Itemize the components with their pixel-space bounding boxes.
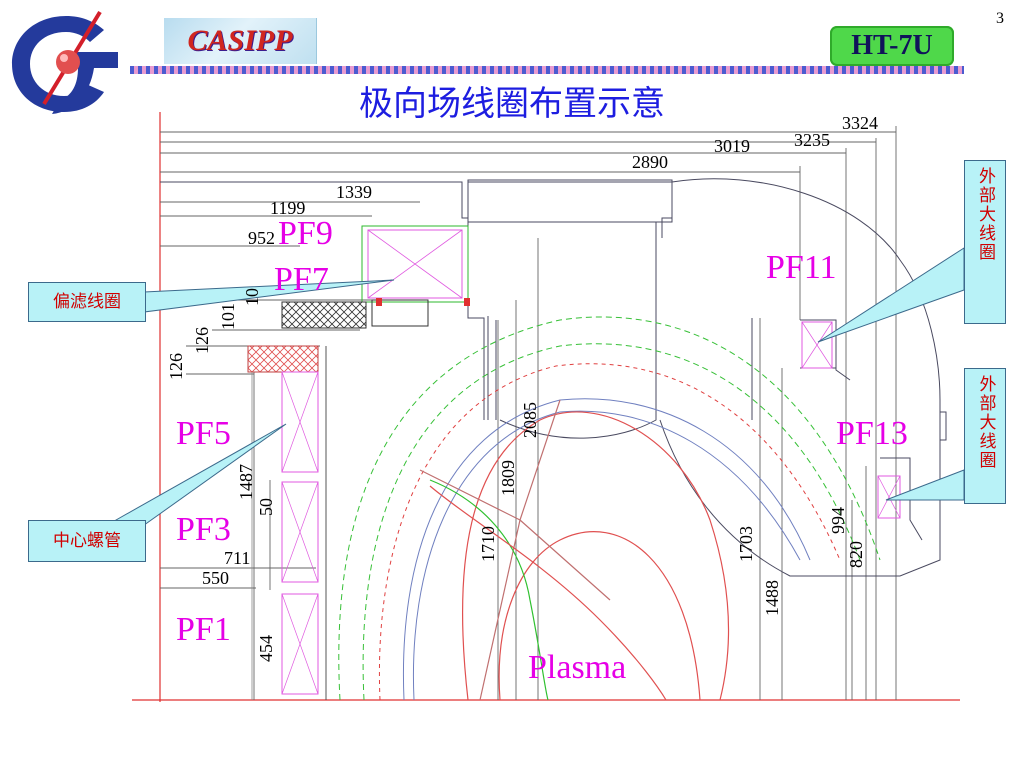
dim-550: 550 [202, 568, 229, 588]
dim-10: 10 [242, 288, 262, 306]
label-pf11: PF11 [766, 249, 837, 286]
pf7-block [371, 299, 429, 327]
pf3-coil [281, 481, 319, 583]
dim-101: 101 [218, 303, 238, 330]
label-pf9: PF9 [278, 215, 333, 252]
dim-126-lower: 126 [166, 353, 186, 380]
pf11-pointer [817, 247, 965, 343]
dim-126-upper: 126 [192, 327, 212, 354]
plasma-boundary [419, 399, 730, 701]
label-plasma: Plasma [528, 649, 626, 686]
dim-1488: 1488 [762, 580, 782, 616]
casipp-banner: CASIPP [164, 18, 317, 64]
header-rule [130, 66, 964, 74]
callout-outer-coil-pf11-text: 外部大线圈 [975, 167, 995, 262]
pf9-casing [361, 225, 469, 303]
cs-top-block [247, 345, 319, 373]
callout-filter-coil: 偏滤线圈 [28, 282, 146, 322]
dim-1809: 1809 [498, 460, 518, 496]
ht7u-label: HT-7U [851, 30, 933, 61]
dim-3019: 3019 [714, 136, 750, 156]
page-number: 3 [996, 10, 1004, 27]
label-pf1: PF1 [176, 611, 231, 648]
dim-2085: 2085 [520, 402, 540, 438]
pf1-coil [281, 593, 319, 695]
label-pf5: PF5 [176, 415, 231, 452]
pf9-coil [367, 229, 463, 299]
dim-1710: 1710 [478, 526, 498, 562]
dim-1339: 1339 [336, 182, 372, 202]
first-wall-arcs [338, 316, 881, 701]
dim-820: 820 [846, 541, 866, 568]
dim-994: 994 [828, 507, 848, 534]
label-pf13: PF13 [836, 415, 908, 452]
label-pf7: PF7 [274, 261, 329, 298]
ht7u-badge: HT-7U [830, 26, 954, 66]
casipp-label: CASIPP [187, 24, 293, 57]
callout-outer-coil-pf13-text: 外部大线圈 [975, 375, 996, 470]
dim-1703: 1703 [736, 526, 756, 562]
dim-1487: 1487 [236, 464, 256, 500]
pf11-coil [801, 321, 833, 369]
horizontal-dimension-lines [160, 126, 897, 700]
institute-logo [12, 10, 118, 114]
callout-outer-coil-pf11: 外部大线圈 [964, 160, 1006, 324]
pf13-pointer [885, 469, 965, 501]
pf7-coil [281, 301, 367, 329]
label-pf3: PF3 [176, 511, 231, 548]
dim-2890: 2890 [632, 152, 668, 172]
callout-outer-coil-pf13: 外部大线圈 [964, 368, 1006, 504]
pf5-coil [281, 371, 319, 473]
dim-3324: 3324 [842, 113, 878, 133]
page-title: 极向场线圈布置示意 [359, 84, 665, 124]
callout-central-solenoid: 中心螺管 [28, 520, 146, 562]
dim-1199: 1199 [270, 198, 305, 218]
dim-952: 952 [248, 228, 275, 248]
dim-50: 50 [256, 498, 276, 516]
dim-711: 711 [224, 548, 250, 568]
dim-454: 454 [256, 635, 276, 662]
dim-3235: 3235 [794, 130, 830, 150]
